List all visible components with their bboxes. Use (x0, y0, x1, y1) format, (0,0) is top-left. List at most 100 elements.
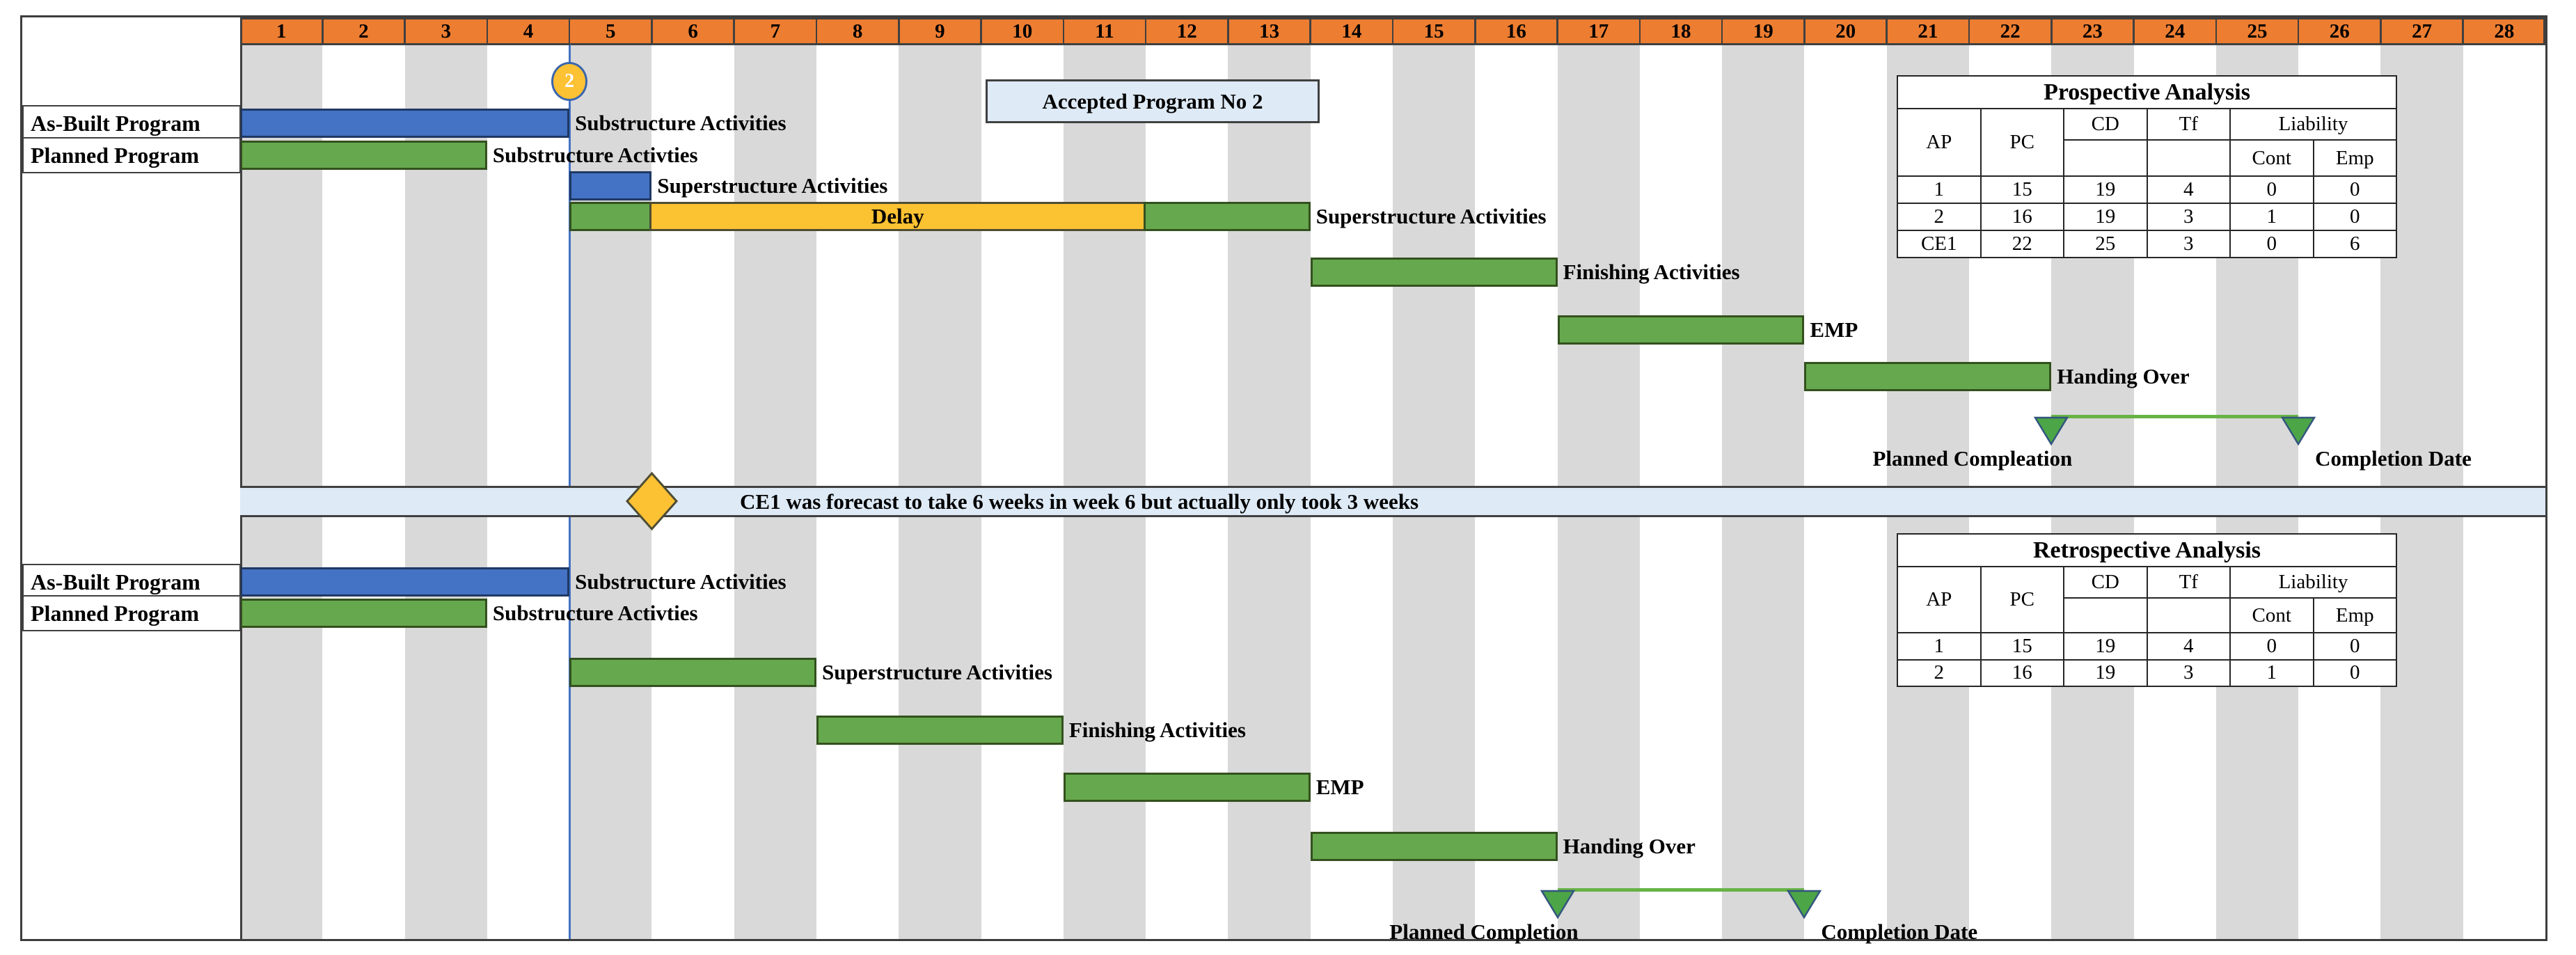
col-header: Emp (2312, 139, 2397, 177)
week-header-cell: 3 (441, 20, 451, 42)
label-column-divider (240, 17, 242, 939)
table-cell: 0 (2229, 230, 2314, 258)
week-header-cell: 10 (1012, 20, 1033, 42)
gantt-bar-segment-planned (1063, 773, 1311, 802)
table-cell: 19 (2063, 175, 2148, 204)
table-cell: 16 (1980, 658, 2064, 687)
table-cell: 4 (2146, 175, 2231, 204)
activity-label: EMP (1315, 775, 1364, 799)
activity-label: Finishing Activities (1563, 260, 1740, 284)
table-cell: 0 (2229, 632, 2314, 661)
table-cell: 2 (1897, 658, 1982, 687)
table-cell: 3 (2146, 230, 2231, 258)
completion-connector-line (2051, 415, 2299, 418)
week-header-cell: 25 (2247, 20, 2268, 42)
table-cell: 1 (1897, 632, 1982, 661)
week-header-separator (1144, 17, 1147, 45)
activity-label: Substructure Activties (492, 143, 698, 167)
gantt-bar-segment-planned (569, 658, 816, 687)
table-cell: 15 (1980, 632, 2064, 661)
week-header-cell: 1 (276, 20, 287, 42)
week-header-cell: 26 (2329, 20, 2350, 42)
week-header-cell: 13 (1259, 20, 1280, 42)
week-header-separator (404, 17, 406, 45)
week-header-separator (322, 17, 324, 45)
week-header-separator (1556, 17, 1558, 45)
week-header-cell: 28 (2494, 20, 2515, 42)
week-header-cell: 16 (1506, 20, 1526, 42)
week-header-separator (898, 17, 900, 45)
table-cell: CE1 (1897, 230, 1982, 258)
week-header-separator (2380, 17, 2382, 45)
table-cell: 4 (2146, 632, 2231, 661)
activity-label: Substructure Activities (575, 569, 787, 594)
planned-completion-marker-icon (2034, 416, 2069, 449)
week-header-separator (733, 17, 735, 45)
accepted-program-box: Accepted Program No 2 (986, 79, 1320, 123)
col-header: AP (1897, 566, 1982, 633)
gantt-bar-segment-planned (1804, 362, 2052, 391)
planned-completion-label: Planned Completion (1389, 920, 1579, 944)
week-header-separator (1803, 17, 1805, 45)
week-header-separator (2297, 17, 2300, 45)
planned-completion-marker-icon (1540, 890, 1575, 922)
col-header: Tf (2146, 566, 2231, 599)
col-header: Cont (2229, 597, 2314, 633)
col-header: AP (1897, 108, 1982, 177)
gantt-bar-segment-planned (240, 599, 487, 628)
week-header-cell: 21 (1918, 20, 1938, 42)
program-label-cell: Planned Program (22, 137, 241, 173)
week-header-separator (568, 17, 571, 45)
table-cell: 3 (2146, 658, 2231, 687)
gantt-bar-segment-planned (816, 716, 1064, 745)
activity-label: Substructure Activties (492, 601, 698, 625)
table-cell: 15 (1980, 175, 2064, 204)
completion-date-label: Completion Date (2315, 446, 2472, 471)
table-cell: 16 (1980, 203, 2064, 231)
milestone-2-badge: 2 (551, 62, 588, 101)
week-header-separator (1227, 17, 1229, 45)
week-header-separator (1391, 17, 1394, 45)
table-cell: 19 (2063, 632, 2148, 661)
table-title: Retrospective Analysis (1897, 533, 2397, 567)
week-header-cell: 11 (1095, 20, 1114, 42)
activity-label: Handing Over (1563, 834, 1696, 858)
gantt-bar-segment-planned (240, 141, 487, 170)
week-header-separator (815, 17, 818, 45)
col-header: CD (2063, 108, 2148, 141)
activity-label: Handing Over (2057, 364, 2190, 388)
col-header: Emp (2312, 597, 2397, 633)
week-header-separator (2215, 17, 2218, 45)
gantt-chart-frame: Accepted Program No 2 CE1 was forecast t… (20, 15, 2547, 944)
table-cell: 0 (2312, 658, 2397, 687)
completion-date-label: Completion Date (1821, 920, 1978, 944)
week-header-separator (1886, 17, 1888, 45)
completion-connector-line (1557, 888, 1805, 892)
week-header-separator (1309, 17, 1311, 45)
week-header-cell: 6 (688, 20, 698, 42)
week-header-separator (1968, 17, 1970, 45)
completion-date-marker-icon (2280, 416, 2316, 449)
table-cell: 25 (2063, 230, 2148, 258)
week-header-cell: 19 (1753, 20, 1773, 42)
week-header-cell: 22 (2000, 20, 2021, 42)
gantt-bar-segment-actual (569, 171, 652, 200)
col-header: Cont (2229, 139, 2314, 177)
gantt-bar-segment-planned (1310, 258, 1558, 287)
week-header-separator (486, 17, 489, 45)
week-header-separator (1474, 17, 1476, 45)
week-header-separator (2133, 17, 2135, 45)
activity-label: Superstructure Activities (1315, 204, 1547, 228)
table-cell: 22 (1980, 230, 2064, 258)
col-header: CD (2063, 566, 2148, 599)
week-header-separator (1721, 17, 1723, 45)
program-label-cell: As-Built Program (22, 564, 241, 600)
activity-label: Finishing Activities (1068, 718, 1246, 742)
accepted-program-label: Accepted Program No 2 (1042, 88, 1263, 113)
gantt-bar-segment-planned (1557, 315, 1805, 345)
week-header-cell: 20 (1835, 20, 1856, 42)
